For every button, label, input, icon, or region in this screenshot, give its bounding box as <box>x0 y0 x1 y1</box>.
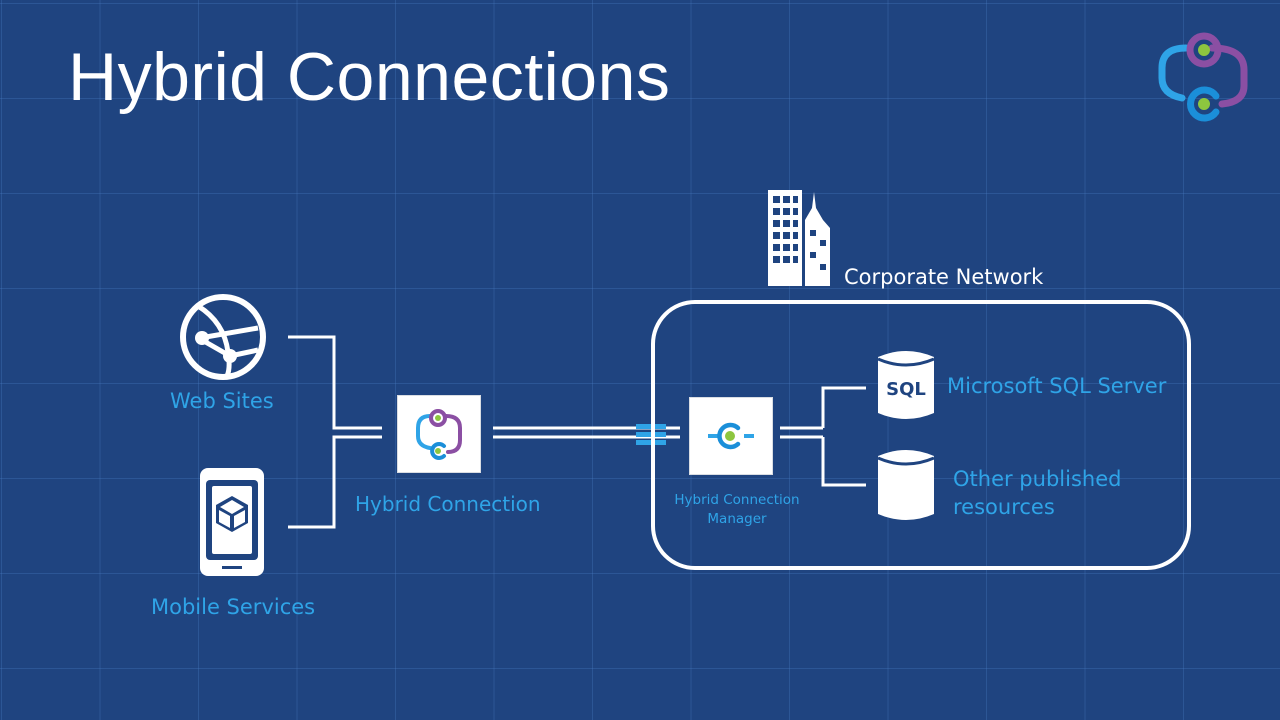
mobile-phone-cube-icon <box>200 468 264 576</box>
hybrid-connection-manager-node[interactable] <box>689 397 773 475</box>
slide-title: Hybrid Connections <box>68 39 671 115</box>
sql-server-label: Microsoft SQL Server <box>947 374 1167 398</box>
corporate-network-label: Corporate Network <box>844 265 1044 289</box>
other-resources-label: Other published resources <box>953 465 1121 521</box>
hybrid-connections-logo-icon <box>1158 32 1248 122</box>
office-buildings-icon <box>768 190 830 286</box>
mobile-services-label: Mobile Services <box>151 595 316 619</box>
hybrid-connection-icon <box>416 409 462 460</box>
web-sites-label: Web Sites <box>170 389 274 413</box>
hybrid-connection-manager-icon <box>708 422 754 450</box>
globe-network-icon <box>180 294 266 380</box>
hcm-label-line1: Hybrid Connection <box>674 492 800 508</box>
other-resources-line2: resources <box>953 495 1055 519</box>
database-icon <box>877 450 935 520</box>
hybrid-connection-node[interactable] <box>397 395 481 473</box>
corporate-network-boundary <box>651 300 1191 570</box>
hcm-label-line2: Manager <box>707 511 767 527</box>
sql-icon-text: SQL <box>886 379 926 400</box>
hybrid-connection-manager-label: Hybrid Connection Manager <box>660 491 814 529</box>
other-resources-line1: Other published <box>953 467 1122 491</box>
hybrid-connection-label: Hybrid Connection <box>355 492 541 516</box>
database-sql-icon: SQL <box>877 351 935 419</box>
